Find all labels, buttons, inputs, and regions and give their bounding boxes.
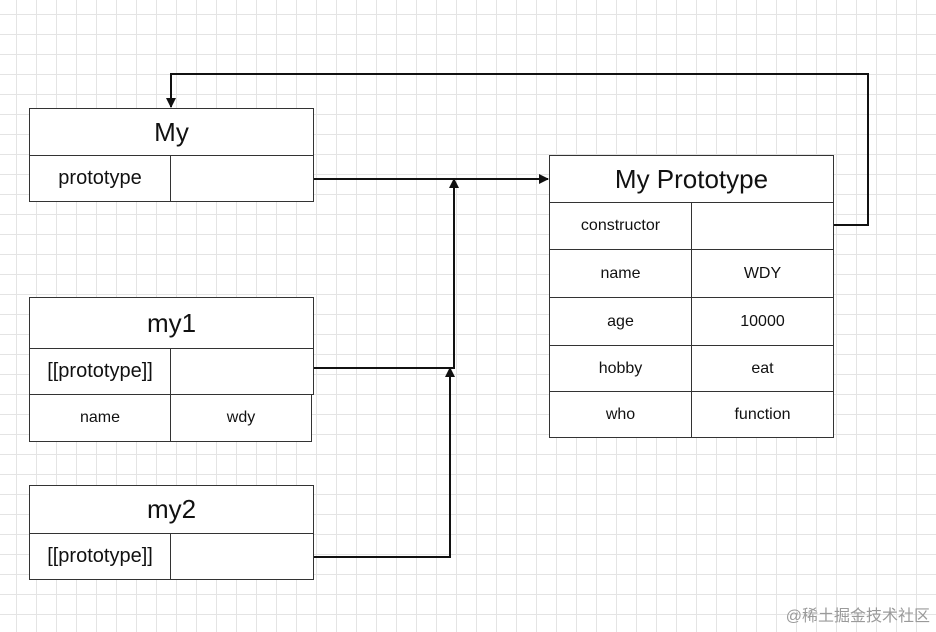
my2-proto-label: [[prototype]]	[29, 533, 171, 580]
my-title: My	[29, 108, 314, 156]
my-prototype-value	[170, 155, 314, 202]
my2-title: my2	[29, 485, 314, 534]
my1-proto-label: [[prototype]]	[29, 348, 171, 395]
my1-name-label: name	[29, 394, 171, 442]
proto-row-value	[691, 202, 834, 250]
my-prototype-label: prototype	[29, 155, 171, 202]
proto-row-key: name	[549, 249, 692, 298]
proto-row-value: WDY	[691, 249, 834, 298]
proto-row-value: 10000	[691, 297, 834, 346]
proto-row-key: hobby	[549, 345, 692, 392]
my2-proto-value	[170, 533, 314, 580]
proto-row-value: function	[691, 391, 834, 438]
proto-title: My Prototype	[549, 155, 834, 203]
my1-proto-value	[170, 348, 314, 395]
proto-row-key: age	[549, 297, 692, 346]
proto-row-key: constructor	[549, 202, 692, 250]
my1-title: my1	[29, 297, 314, 349]
proto-row-key: who	[549, 391, 692, 438]
proto-row-value: eat	[691, 345, 834, 392]
watermark: @稀土掘金技术社区	[785, 608, 930, 625]
my1-name-value: wdy	[170, 394, 312, 442]
